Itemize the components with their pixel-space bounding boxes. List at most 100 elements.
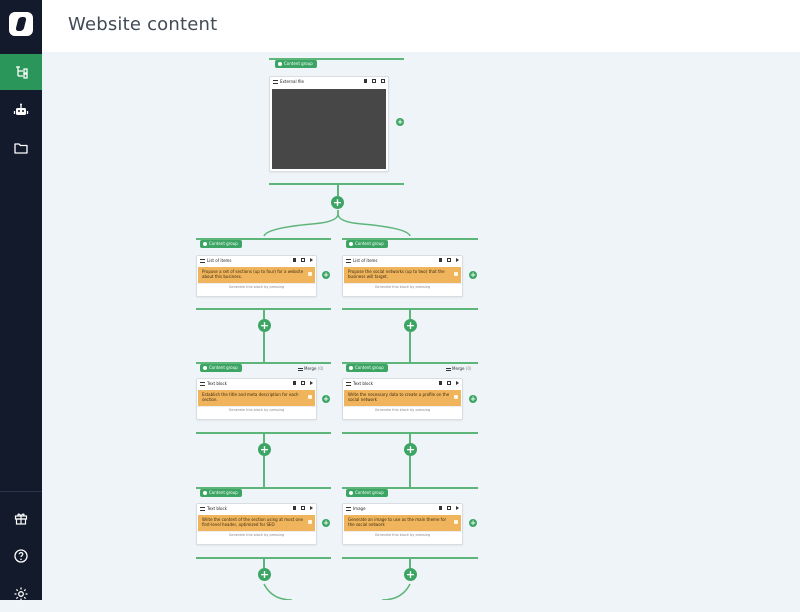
block-footer: Generate this block by pressing: [197, 531, 316, 538]
merge-icon: [446, 367, 451, 371]
connector: [263, 332, 265, 362]
content-group-tag: Content group: [200, 240, 242, 248]
settings-icon[interactable]: [301, 381, 305, 385]
content-group-tag: Content group: [200, 364, 242, 372]
add-block-button[interactable]: +: [322, 395, 330, 403]
flow-tree-icon: [16, 66, 28, 79]
edit-icon[interactable]: [454, 272, 458, 276]
trash-icon[interactable]: [293, 258, 296, 262]
trash-icon[interactable]: [439, 506, 442, 510]
add-block-button[interactable]: +: [322, 519, 330, 527]
add-group-button[interactable]: +: [331, 196, 344, 209]
connector: [263, 433, 265, 443]
add-block-button[interactable]: +: [469, 271, 477, 279]
add-group-button[interactable]: +: [404, 443, 417, 456]
sidebar-item-gifts[interactable]: [0, 500, 42, 536]
add-group-button[interactable]: +: [258, 568, 271, 581]
connector: [409, 309, 411, 319]
add-block-button[interactable]: +: [469, 519, 477, 527]
text-block[interactable]: Text block Establish the title and meta …: [196, 378, 317, 420]
settings-icon[interactable]: [301, 258, 305, 262]
connector: [409, 558, 411, 568]
add-group-button[interactable]: +: [258, 443, 271, 456]
play-icon[interactable]: [310, 381, 313, 385]
sidebar-item-files[interactable]: [0, 130, 42, 166]
edit-icon[interactable]: [454, 395, 458, 399]
block-footer: Generate this block by pressing: [343, 531, 462, 538]
merge-toggle[interactable]: Merge (0): [446, 366, 471, 372]
flow-canvas[interactable]: Content group External file + + Content …: [42, 52, 800, 600]
group-line: [342, 432, 478, 434]
block-footer: Generate this block by pressing: [197, 406, 316, 413]
prompt-text[interactable]: Propose a set of sections (up to four) f…: [198, 267, 315, 283]
edit-icon[interactable]: [454, 520, 458, 524]
merge-toggle[interactable]: Merge (0): [298, 366, 323, 372]
settings-icon[interactable]: [301, 506, 305, 510]
trash-icon[interactable]: [364, 79, 367, 83]
trash-icon[interactable]: [293, 381, 296, 385]
sidebar-item-flows[interactable]: [0, 54, 42, 90]
play-icon[interactable]: [456, 506, 459, 510]
trash-icon[interactable]: [293, 506, 296, 510]
external-file-block[interactable]: External file: [269, 76, 389, 172]
play-icon[interactable]: [456, 381, 459, 385]
settings-icon[interactable]: [447, 381, 451, 385]
add-block-button[interactable]: +: [396, 118, 404, 126]
add-group-button[interactable]: +: [404, 319, 417, 332]
sidebar-item-bots[interactable]: [0, 92, 42, 128]
trash-icon[interactable]: [439, 258, 442, 262]
app-logo[interactable]: [9, 12, 33, 36]
prompt-text[interactable]: Write the content of the section using a…: [198, 515, 315, 531]
prompt-text[interactable]: Propose the social networks (up to two) …: [344, 267, 461, 283]
group-line: [342, 362, 478, 364]
list-icon: [200, 258, 205, 263]
list-of-items-block[interactable]: List of items Propose a set of sections …: [196, 255, 317, 297]
group-line: [196, 487, 331, 489]
text-block[interactable]: Text block Write the content of the sect…: [196, 503, 317, 545]
help-circle-icon: [14, 549, 28, 563]
trash-icon[interactable]: [439, 381, 442, 385]
settings-icon[interactable]: [447, 258, 451, 262]
prompt-text[interactable]: Establish the title and meta description…: [198, 390, 315, 406]
add-block-button[interactable]: +: [322, 271, 330, 279]
content-group-tag: Content group: [346, 489, 388, 497]
sidebar-item-settings[interactable]: [0, 576, 42, 612]
text-block[interactable]: Text block Write the necessary data to c…: [342, 378, 463, 420]
group-bottom-line: [269, 183, 404, 185]
block-footer: Generate this block by pressing: [343, 406, 462, 413]
text-icon: [200, 381, 205, 386]
group-line: [196, 432, 331, 434]
download-icon[interactable]: [372, 79, 376, 83]
file-preview: [272, 89, 386, 169]
connector: [409, 332, 411, 362]
add-block-button[interactable]: +: [469, 395, 477, 403]
sidebar-item-help[interactable]: [0, 538, 42, 574]
edit-icon[interactable]: [308, 272, 312, 276]
prompt-text[interactable]: Generate an image to use as the main the…: [344, 515, 461, 531]
add-group-button[interactable]: +: [404, 568, 417, 581]
content-group-tag: Content group: [275, 60, 317, 68]
play-icon[interactable]: [456, 258, 459, 262]
settings-icon[interactable]: [381, 79, 385, 83]
add-group-button[interactable]: +: [258, 319, 271, 332]
play-icon[interactable]: [310, 506, 313, 510]
list-of-items-block[interactable]: List of items Propose the social network…: [342, 255, 463, 297]
image-block[interactable]: Image Generate an image to use as the ma…: [342, 503, 463, 545]
content-group-tag: Content group: [346, 364, 388, 372]
group-line: [196, 362, 331, 364]
gift-icon: [14, 513, 28, 525]
edit-icon[interactable]: [308, 520, 312, 524]
file-icon: [273, 79, 278, 84]
group-line: [342, 557, 478, 559]
text-icon: [200, 506, 205, 511]
play-icon[interactable]: [310, 258, 313, 262]
sidebar-divider: [0, 491, 42, 492]
connector: [409, 456, 411, 487]
image-icon: [346, 506, 351, 511]
prompt-text[interactable]: Write the necessary data to create a pro…: [344, 390, 461, 406]
connector: [337, 184, 339, 196]
edit-icon[interactable]: [308, 395, 312, 399]
block-footer: Generate this block by pressing: [197, 283, 316, 290]
settings-icon[interactable]: [447, 506, 451, 510]
page-title: Website content: [68, 14, 218, 35]
